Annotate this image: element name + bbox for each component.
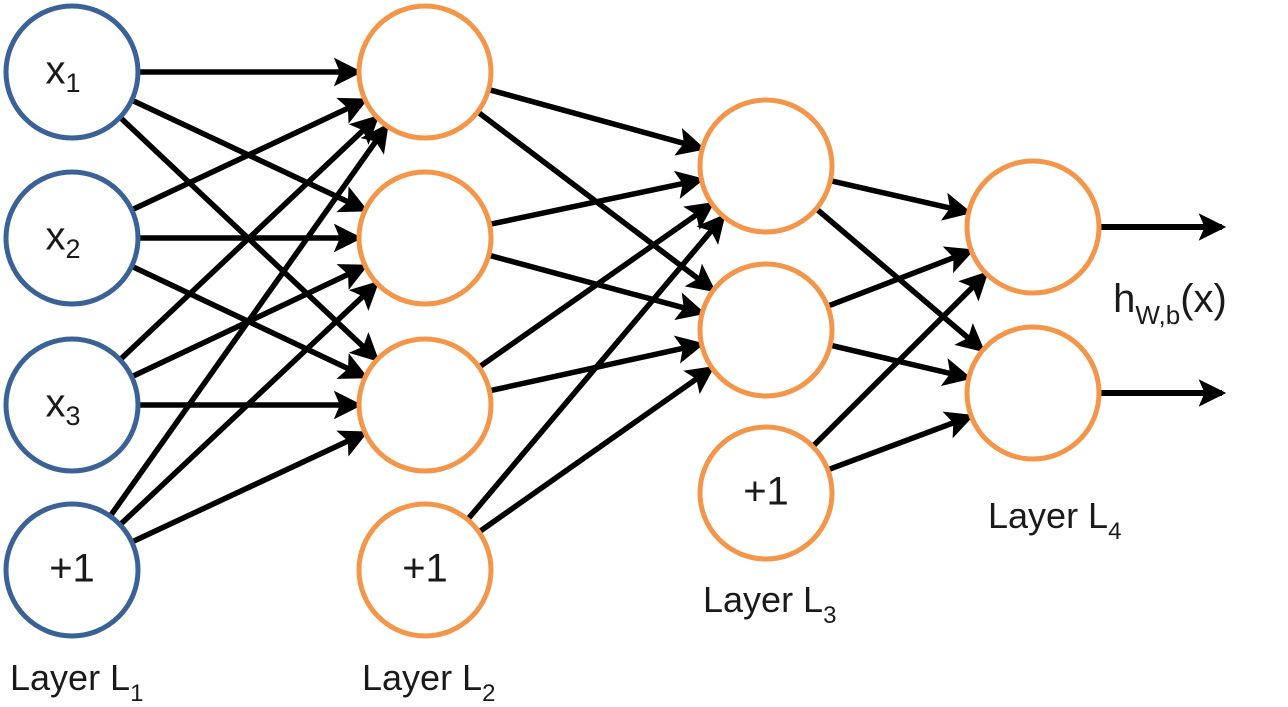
hidden3-a2[interactable] xyxy=(697,261,835,399)
input-bias-label: +1 xyxy=(49,547,95,591)
hidden2-bias[interactable]: +1 xyxy=(356,501,494,639)
input-x2[interactable]: x2 xyxy=(3,169,141,307)
hidden2-a2[interactable] xyxy=(356,169,494,307)
output-y1-circle[interactable] xyxy=(964,158,1102,296)
input-x2-circle[interactable] xyxy=(3,169,141,307)
input-x3-circle[interactable] xyxy=(3,336,141,474)
input-x1-circle[interactable] xyxy=(3,3,141,141)
input-x2-label: x2 xyxy=(45,215,80,265)
hidden3-a1[interactable] xyxy=(697,97,835,235)
layer-label-L3: Layer L3 xyxy=(703,579,836,629)
layer-label-L4: Layer L4 xyxy=(988,495,1121,545)
connection-edge xyxy=(487,86,706,156)
output-y1[interactable] xyxy=(964,158,1102,296)
connection-edge xyxy=(810,271,989,449)
connection-edge xyxy=(107,123,389,518)
connection-edge xyxy=(465,213,726,522)
hidden2-a1-circle[interactable] xyxy=(356,3,494,141)
hidden2-bias-label: +1 xyxy=(402,547,448,591)
input-x1[interactable]: x1 xyxy=(3,3,141,141)
hidden3-a1-circle[interactable] xyxy=(697,97,835,235)
hidden2-a3-circle[interactable] xyxy=(356,336,494,474)
layer-label-L2: Layer L2 xyxy=(362,657,495,707)
connection-edge xyxy=(826,246,975,309)
hidden3-bias-circle[interactable] xyxy=(697,424,835,562)
hypothesis-output-label: hW,b(x) xyxy=(1113,277,1227,330)
connection-edge xyxy=(118,114,380,362)
hidden2-bias-circle[interactable] xyxy=(356,501,494,639)
layer-labels: Layer L1 Layer L2 Layer L3 Layer L4 xyxy=(10,495,1121,707)
hidden2-a2-circle[interactable] xyxy=(356,169,494,307)
connection-edge xyxy=(826,411,975,473)
network-nodes: x1 x2 x3 +1 +1 +1 xyxy=(3,3,1102,639)
hidden3-bias-label: +1 xyxy=(743,470,789,514)
connection-edge xyxy=(130,97,369,213)
hidden2-a1[interactable] xyxy=(356,3,494,141)
hidden3-a2-circle[interactable] xyxy=(697,261,835,399)
connection-edge xyxy=(489,170,705,228)
hypothesis-label: hW,b(x) xyxy=(1113,277,1227,330)
connection-edge xyxy=(477,366,715,535)
input-bias[interactable]: +1 xyxy=(3,501,141,639)
connection-edge xyxy=(477,201,715,370)
input-bias-circle[interactable] xyxy=(3,501,141,639)
input-x3[interactable]: x3 xyxy=(3,336,141,474)
connection-edge xyxy=(118,280,380,527)
hidden2-a3[interactable] xyxy=(356,336,494,474)
output-arrows xyxy=(1100,213,1227,407)
output-y2-circle[interactable] xyxy=(964,324,1102,462)
connection-edge xyxy=(130,430,369,545)
hidden3-bias[interactable]: +1 xyxy=(697,424,835,562)
connection-edges xyxy=(107,57,989,545)
connection-edge xyxy=(829,178,972,221)
output-y2[interactable] xyxy=(964,324,1102,462)
layer-label-L1: Layer L1 xyxy=(10,657,143,707)
